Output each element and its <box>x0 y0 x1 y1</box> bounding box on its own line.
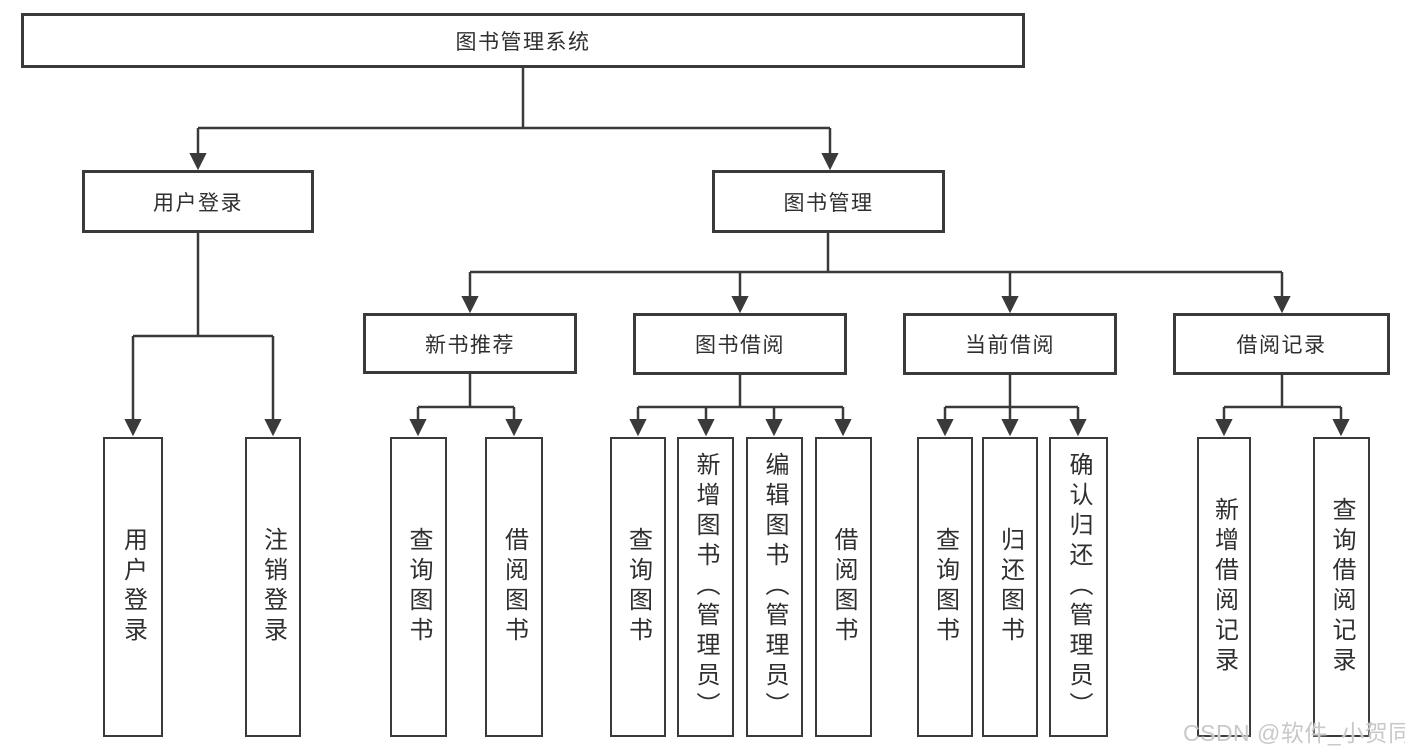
node-label: 查询借阅记录 <box>1328 497 1355 677</box>
leaf-borrow-books-recommend: 借阅图书 <box>485 437 543 737</box>
node-label: 新书推荐 <box>425 333 515 357</box>
csdn-watermark: CSDN @软件_小贺同学 <box>1183 720 1405 746</box>
node-label: 注销登录 <box>259 527 287 647</box>
leaf-add-book-admin: 新增图书（管理员） <box>677 437 734 737</box>
node-label: 图书借阅 <box>695 334 785 357</box>
node-label: 归还图书 <box>996 527 1024 647</box>
node-label: 查询图书 <box>624 527 652 647</box>
node-label: 借阅图书 <box>830 527 857 647</box>
node-borrowing-records: 借阅记录 <box>1173 313 1390 375</box>
leaf-add-borrow-record: 新增借阅记录 <box>1197 437 1251 737</box>
node-label: 当前借阅 <box>965 334 1055 357</box>
node-label: 图书管理系统 <box>455 30 591 54</box>
node-library-system: 图书管理系统 <box>21 13 1025 68</box>
leaf-user-login: 用户登录 <box>103 437 163 737</box>
node-label: 借阅记录 <box>1236 334 1327 357</box>
node-label: 用户登录 <box>153 191 243 215</box>
node-label: 借阅图书 <box>500 527 528 647</box>
leaf-return-books: 归还图书 <box>982 437 1038 737</box>
node-label: 确认归还（管理员） <box>1065 452 1092 722</box>
leaf-query-books-recommend: 查询图书 <box>390 437 447 737</box>
node-user-login-module: 用户登录 <box>82 170 314 233</box>
node-book-borrowing: 图书借阅 <box>633 313 847 375</box>
leaf-logout: 注销登录 <box>245 437 301 737</box>
node-book-management: 图书管理 <box>712 170 945 233</box>
node-label: 用户登录 <box>119 527 147 647</box>
node-label: 图书管理 <box>783 191 874 215</box>
node-label: 查询图书 <box>931 527 959 647</box>
leaf-query-borrow-record: 查询借阅记录 <box>1313 437 1370 737</box>
leaf-query-books-borrowing: 查询图书 <box>610 437 666 737</box>
node-label: 新增图书（管理员） <box>692 452 719 722</box>
node-label: 新增借阅记录 <box>1210 497 1238 677</box>
leaf-edit-book-admin: 编辑图书（管理员） <box>746 437 803 737</box>
leaf-query-books-current: 查询图书 <box>917 437 973 737</box>
node-current-borrowing: 当前借阅 <box>903 313 1117 375</box>
leaf-confirm-return-admin: 确认归还（管理员） <box>1049 437 1108 737</box>
node-new-book-recommend: 新书推荐 <box>363 313 577 374</box>
node-label: 编辑图书（管理员） <box>761 452 788 722</box>
node-label: 查询图书 <box>405 527 432 647</box>
leaf-borrow-books-borrowing: 借阅图书 <box>815 437 872 737</box>
